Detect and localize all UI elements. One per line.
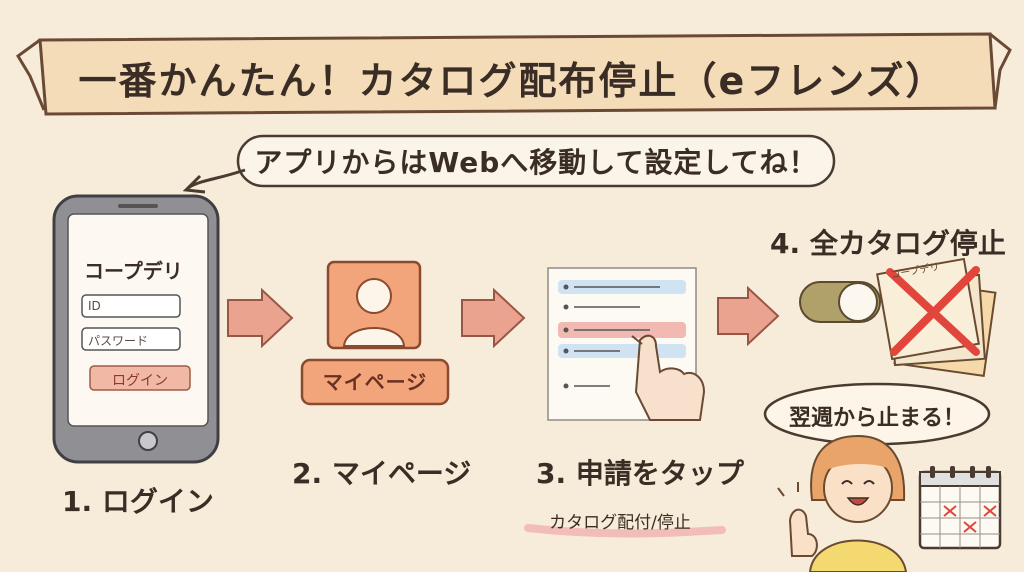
toggle-off-icon (799, 281, 881, 323)
password-label: パスワード (88, 334, 149, 348)
speech-text: 翌週から止まる！ (788, 406, 965, 431)
step-1-label: 1. ログイン (62, 485, 214, 518)
thumbs-up-icon (788, 508, 818, 557)
step-3-sub-label: カタログ配付/停止 (549, 513, 691, 533)
pointing-hand-icon (631, 334, 706, 421)
step-4-label: 4. 全カタログ停止 (770, 227, 1006, 260)
arrow-2 (461, 287, 526, 349)
sub-label-highlight (524, 524, 726, 538)
login-button-label: ログイン (112, 373, 168, 389)
step-3-label: 3. 申請をタップ (536, 457, 744, 490)
app-name: コープデリ (84, 259, 183, 283)
page-title: 一番かんたん！カタログ配布停止（eフレンズ） (78, 59, 946, 103)
mypage-button (300, 358, 450, 406)
login-button (89, 365, 191, 391)
password-field (81, 327, 181, 351)
smiling-person-illustration (777, 434, 908, 572)
smartphone (52, 194, 220, 464)
mypage-button-label: マイページ (322, 370, 428, 394)
note-text: アプリからはWebへ移動して設定してね！ (254, 146, 818, 179)
id-field (81, 294, 181, 318)
arrow-3 (717, 285, 780, 347)
step-2-label: 2. マイページ (292, 457, 472, 490)
cross-mark-icon (886, 266, 980, 356)
title-banner (16, 32, 1012, 116)
calendar-icon (918, 466, 1002, 550)
arrow-1 (227, 287, 294, 349)
user-avatar-icon (326, 260, 422, 350)
id-label: ID (88, 299, 101, 313)
note-bubble (182, 134, 836, 194)
